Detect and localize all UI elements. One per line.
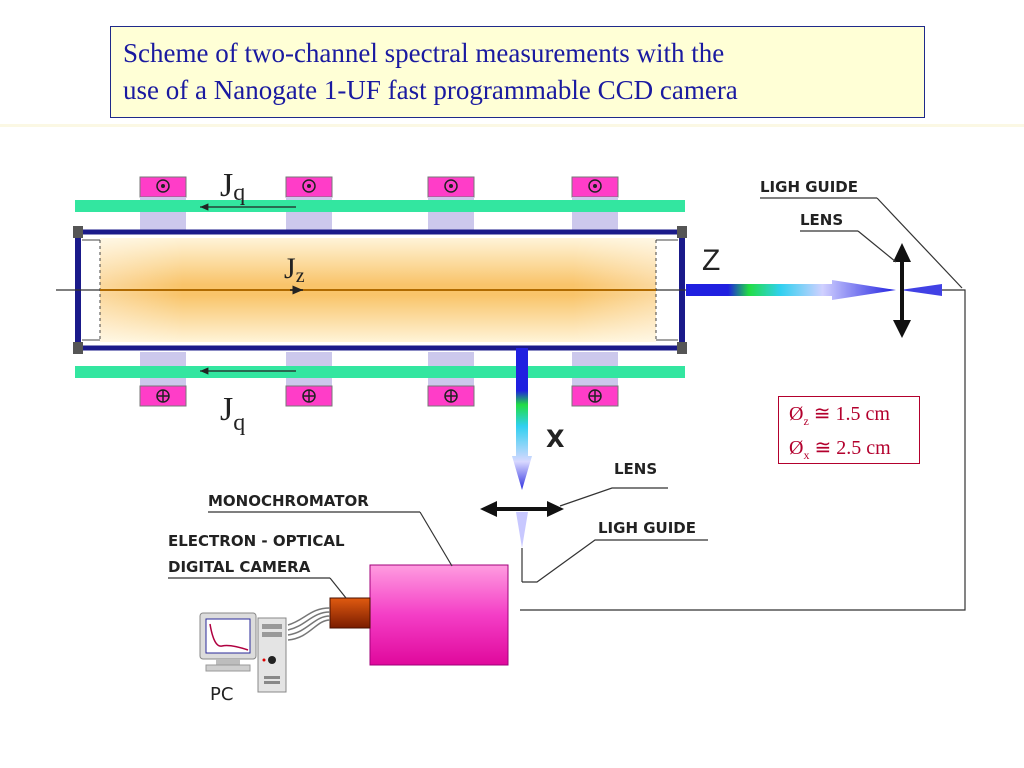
ligh-guide-top-label: LIGH GUIDE: [760, 178, 858, 196]
z-beam: [686, 280, 942, 300]
light-guide-z: [520, 197, 966, 611]
lens-bottom-label: LENS: [614, 460, 657, 478]
title-line-1: Scheme of two-channel spectral measureme…: [123, 38, 725, 68]
coil-bottom-3: [427, 352, 475, 407]
title-box: Scheme of two-channel spectral measureme…: [110, 26, 925, 118]
header-divider: [0, 124, 1024, 127]
lens-x: [480, 501, 564, 517]
ligh-guide-bottom-label: LIGH GUIDE: [598, 519, 696, 537]
camera-callout: [168, 577, 347, 599]
lens-z: [893, 243, 911, 338]
title-line-2: use of a Nanogate 1-UF fast programmable…: [123, 75, 738, 105]
pc-icon: [199, 612, 287, 693]
jq-top-label: Jq: [220, 167, 245, 206]
camera-label-line-2: DIGITAL CAMERA: [168, 558, 311, 576]
monochromator-callout: [208, 511, 453, 567]
rail-bottom: [75, 366, 685, 378]
monochromator-box: [369, 564, 509, 666]
lens-top-label: LENS: [800, 211, 843, 229]
x-beam: [512, 348, 532, 548]
diameter-box: Øz ≅ 1.5 cm Øx ≅ 2.5 cm: [778, 396, 920, 464]
light-guide-x: [521, 487, 708, 583]
x-axis-label: X: [546, 425, 565, 453]
pc-cable: [287, 607, 331, 641]
monochromator-label: MONOCHROMATOR: [208, 492, 369, 510]
diameter-z: Øz ≅ 1.5 cm: [789, 403, 890, 428]
coil-bottom-4: [571, 352, 619, 407]
pc-label: PC: [210, 684, 233, 705]
jz-label: Jz: [284, 252, 305, 287]
coil-bottom-1: [139, 352, 187, 407]
coil-bottom-2: [285, 352, 333, 407]
z-axis-label: Z: [702, 244, 720, 277]
jq-bottom-label: Jq: [220, 391, 245, 436]
diameter-x: Øx ≅ 2.5 cm: [789, 437, 891, 462]
rail-top: [75, 200, 685, 212]
camera-body: [329, 597, 371, 629]
camera-label-line-1: ELECTRON - OPTICAL: [168, 532, 345, 550]
